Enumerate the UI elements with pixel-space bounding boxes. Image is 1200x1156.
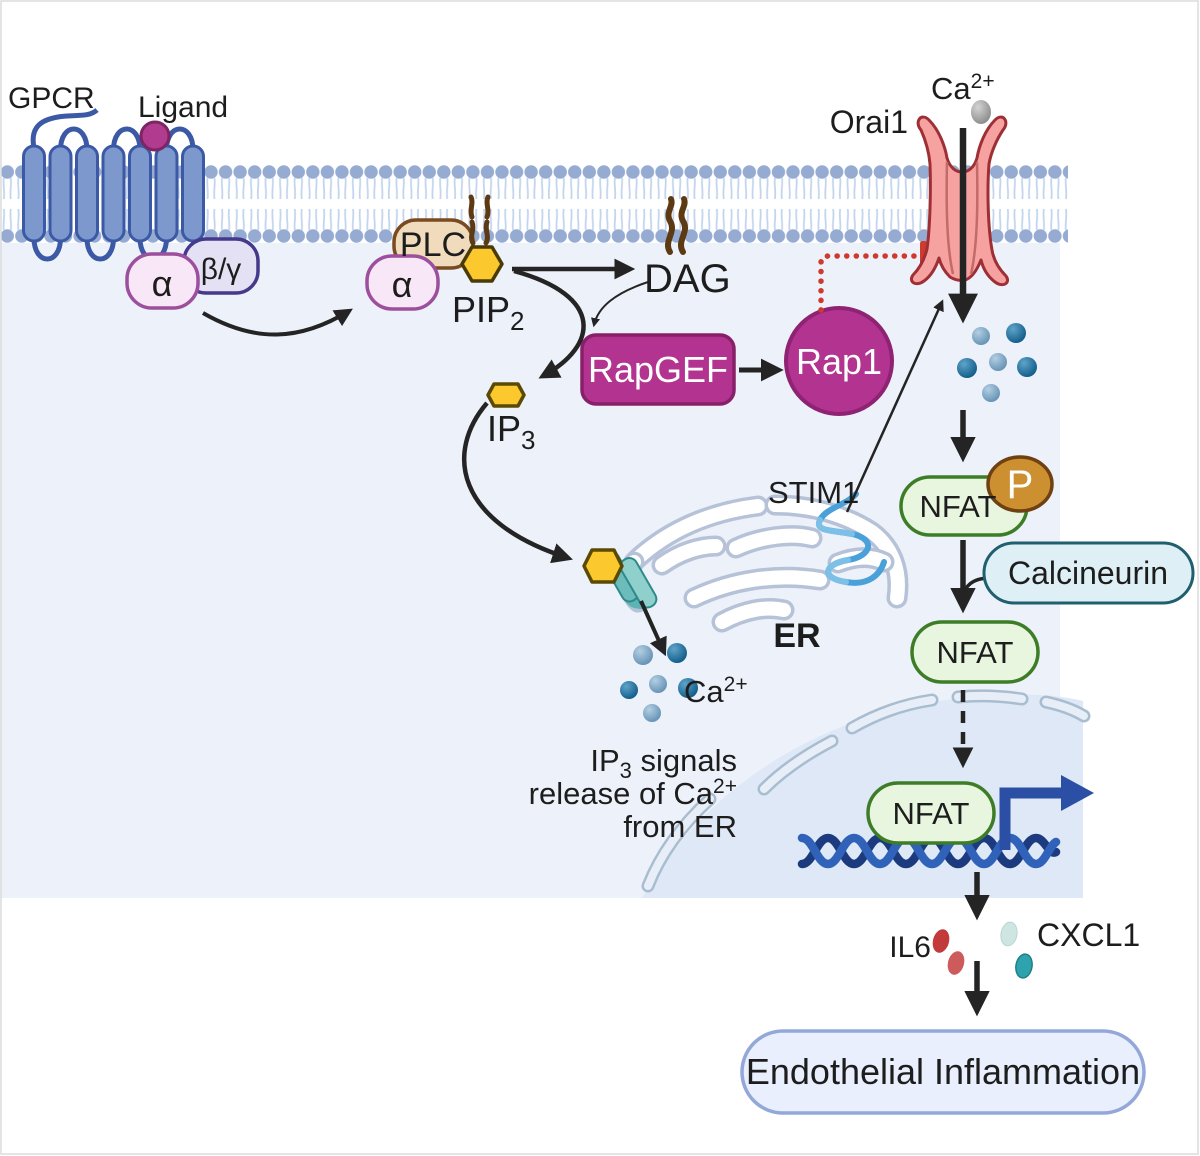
orai1-channel-seams [945,161,979,275]
arrow-er-calcium-release [639,600,667,657]
arrow-ip3-to-er [462,401,573,564]
arrow-dag-to-rapgef [591,281,649,328]
calcium-ions-er-release [620,643,698,722]
nfat-label-phosphorylated: NFAT [920,489,997,524]
er-label: ER [773,617,820,655]
arrow-pip2-to-ip3 [513,268,586,379]
g-alpha-subunit [125,252,200,310]
il6-molecules [932,929,965,975]
rapgef-label: RapGEF [588,349,728,390]
phosphate-badge [986,455,1054,513]
g-beta-gamma-label: β/γ [201,253,242,286]
ligand-label: Ligand [138,91,228,124]
phosphate-label: P [1007,463,1034,507]
rapgef-box [580,333,736,406]
svg-text:IP3 signals: IP3 signals [590,743,737,783]
plc-label: PLC [400,226,466,264]
svg-text:from ER: from ER [623,809,737,844]
ligand-molecule [139,120,171,152]
arrow-galpha-to-plc [202,308,353,337]
g-alpha2-label: α [392,264,413,305]
svg-text:release of Ca2+: release of Ca2+ [529,775,737,811]
arrow-stim1-to-orai1 [845,299,944,513]
g-alpha-subunit-active [365,254,440,311]
gpcr-label: GPCR [8,82,95,115]
transcription-arrow [999,775,1094,850]
calcineurin-label: Calcineurin [1008,555,1168,591]
ip3-molecule-bound [582,548,624,584]
nuclear-nfat-box [866,781,996,845]
pip2-label: PIP2 [452,289,525,336]
il6-label: IL6 [889,931,931,964]
er-organelle [618,494,909,633]
arrows [202,258,991,1017]
inhibition-dotted-line [818,253,921,313]
dag-label: DAG [644,257,731,301]
rap1-node [784,306,894,416]
pip2-molecule [460,245,504,283]
calcium-label-er: Ca2+ [684,673,748,709]
dag-lipid-tails [665,196,688,255]
calcium-ions-cytoplasm [957,323,1037,402]
caption-ip3-release: IP3 signals release of Ca2+ from ER [529,743,737,844]
outcome-box [740,1029,1146,1115]
nfat-box-dephosphorylated [910,620,1040,684]
nuclear-envelope [641,689,1091,893]
outcome-label: Endothelial Inflammation [746,1051,1140,1092]
ip3-label: IP3 [487,408,535,455]
cxcl1-molecules [1000,921,1033,979]
g-alpha-label: α [152,263,173,304]
pip2-lipid-tails [468,194,491,246]
rap1-label: Rap1 [796,341,882,382]
calcineurin-box [982,541,1195,605]
stim1-protein [816,491,887,586]
stim1-label: STIM1 [768,475,859,510]
nfat-label-dephosphorylated: NFAT [937,635,1014,670]
orai1-label: Orai1 [830,104,908,140]
cxcl1-label: CXCL1 [1037,917,1140,953]
calcium-ion-extracellular [971,100,991,124]
calcium-label-top: Ca2+ [931,70,995,106]
nfat-label-nuclear: NFAT [893,796,970,831]
gpcr-receptor [22,107,210,267]
ip3-molecule [486,382,526,408]
